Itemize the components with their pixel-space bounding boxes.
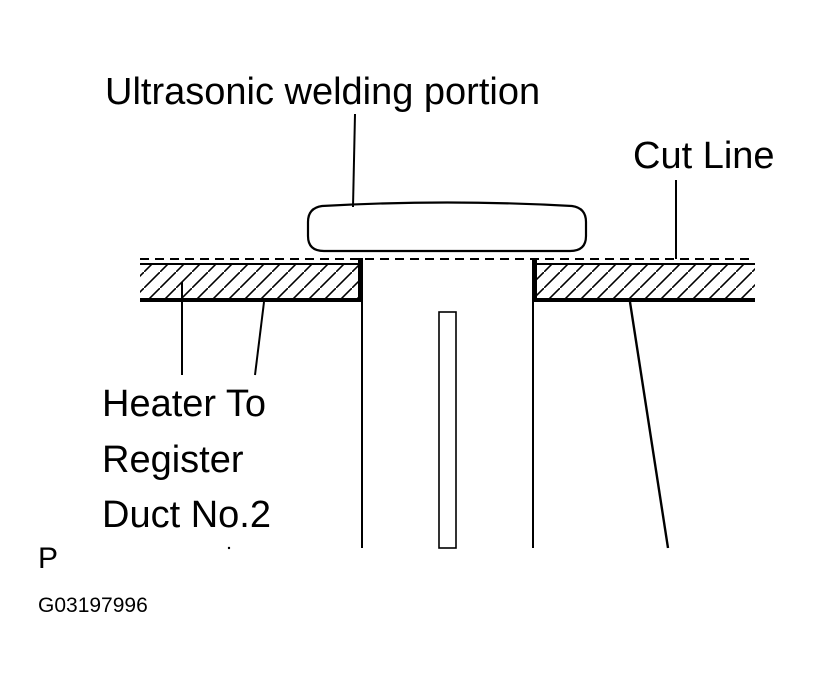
welding-cap xyxy=(306,201,588,253)
duct-leader-line-slanted xyxy=(254,301,265,376)
figure-code: G03197996 xyxy=(38,594,148,617)
cut-line-label: Cut Line xyxy=(633,135,775,177)
welding-leader-line xyxy=(352,113,356,208)
corner-mark: P xyxy=(38,542,58,575)
right-panel-section xyxy=(533,258,755,302)
duct-label-line3: Duct No.2 xyxy=(102,494,271,536)
central-post xyxy=(361,258,534,549)
right-panel-leader-line xyxy=(628,301,670,549)
duct-label-line2: Register xyxy=(102,439,244,481)
left-panel-section xyxy=(140,258,362,302)
duct-label-line1: Heater To xyxy=(102,383,266,425)
stray-dot xyxy=(227,546,231,550)
welding-label: Ultrasonic welding portion xyxy=(105,71,540,113)
